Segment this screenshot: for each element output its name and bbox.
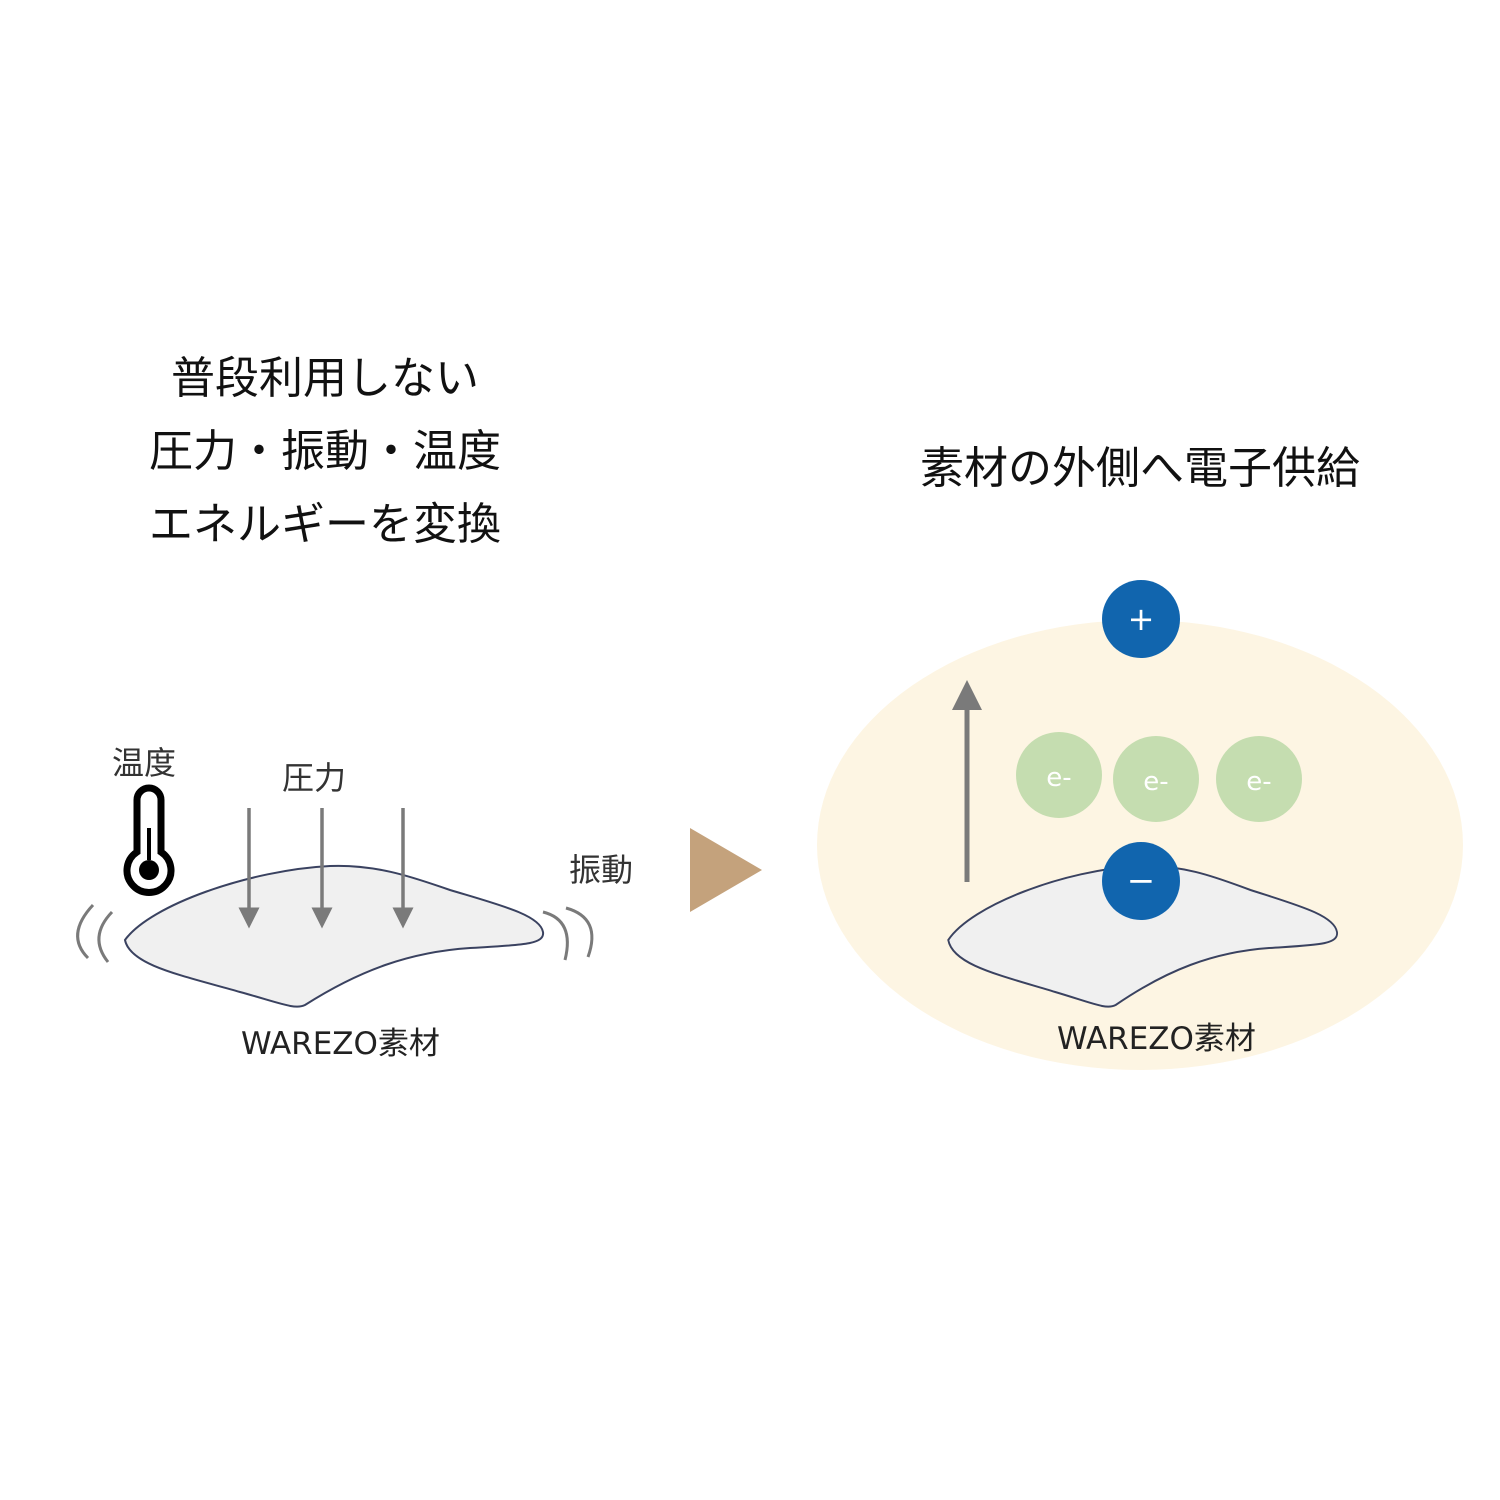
electron-label: e-: [1246, 767, 1271, 797]
left-heading-line: エネルギーを変換: [149, 499, 501, 550]
material-label-left: WAREZO素材: [241, 1026, 440, 1062]
transition-arrow-icon: [690, 828, 762, 912]
pressure-arrows: [238, 808, 414, 929]
positive-symbol: +: [1128, 600, 1155, 638]
positive-charge: [1102, 580, 1180, 658]
electron: [1016, 732, 1102, 818]
material-label-right: WAREZO素材: [1057, 1021, 1256, 1057]
electron: [1113, 736, 1199, 822]
vibration-waves-icon: [76, 903, 594, 963]
electron-label: e-: [1143, 767, 1168, 797]
vibration-label: 振動: [569, 851, 634, 889]
electron-label: e-: [1046, 763, 1071, 793]
negative-charge: [1102, 842, 1180, 920]
electron: [1216, 736, 1302, 822]
material-blob-left: [123, 864, 545, 1008]
thermometer-icon: [123, 784, 175, 896]
pressure-label: 圧力: [282, 759, 347, 797]
left-heading-line: 普段利用しない: [171, 353, 479, 404]
right-heading: 素材の外側へ電子供給: [920, 443, 1360, 494]
temperature-label: 温度: [112, 744, 177, 782]
left-heading: 普段利用しない 圧力・振動・温度 エネルギーを変換: [120, 342, 530, 561]
negative-symbol: −: [1127, 861, 1156, 901]
left-heading-line: 圧力・振動・温度: [149, 426, 501, 477]
